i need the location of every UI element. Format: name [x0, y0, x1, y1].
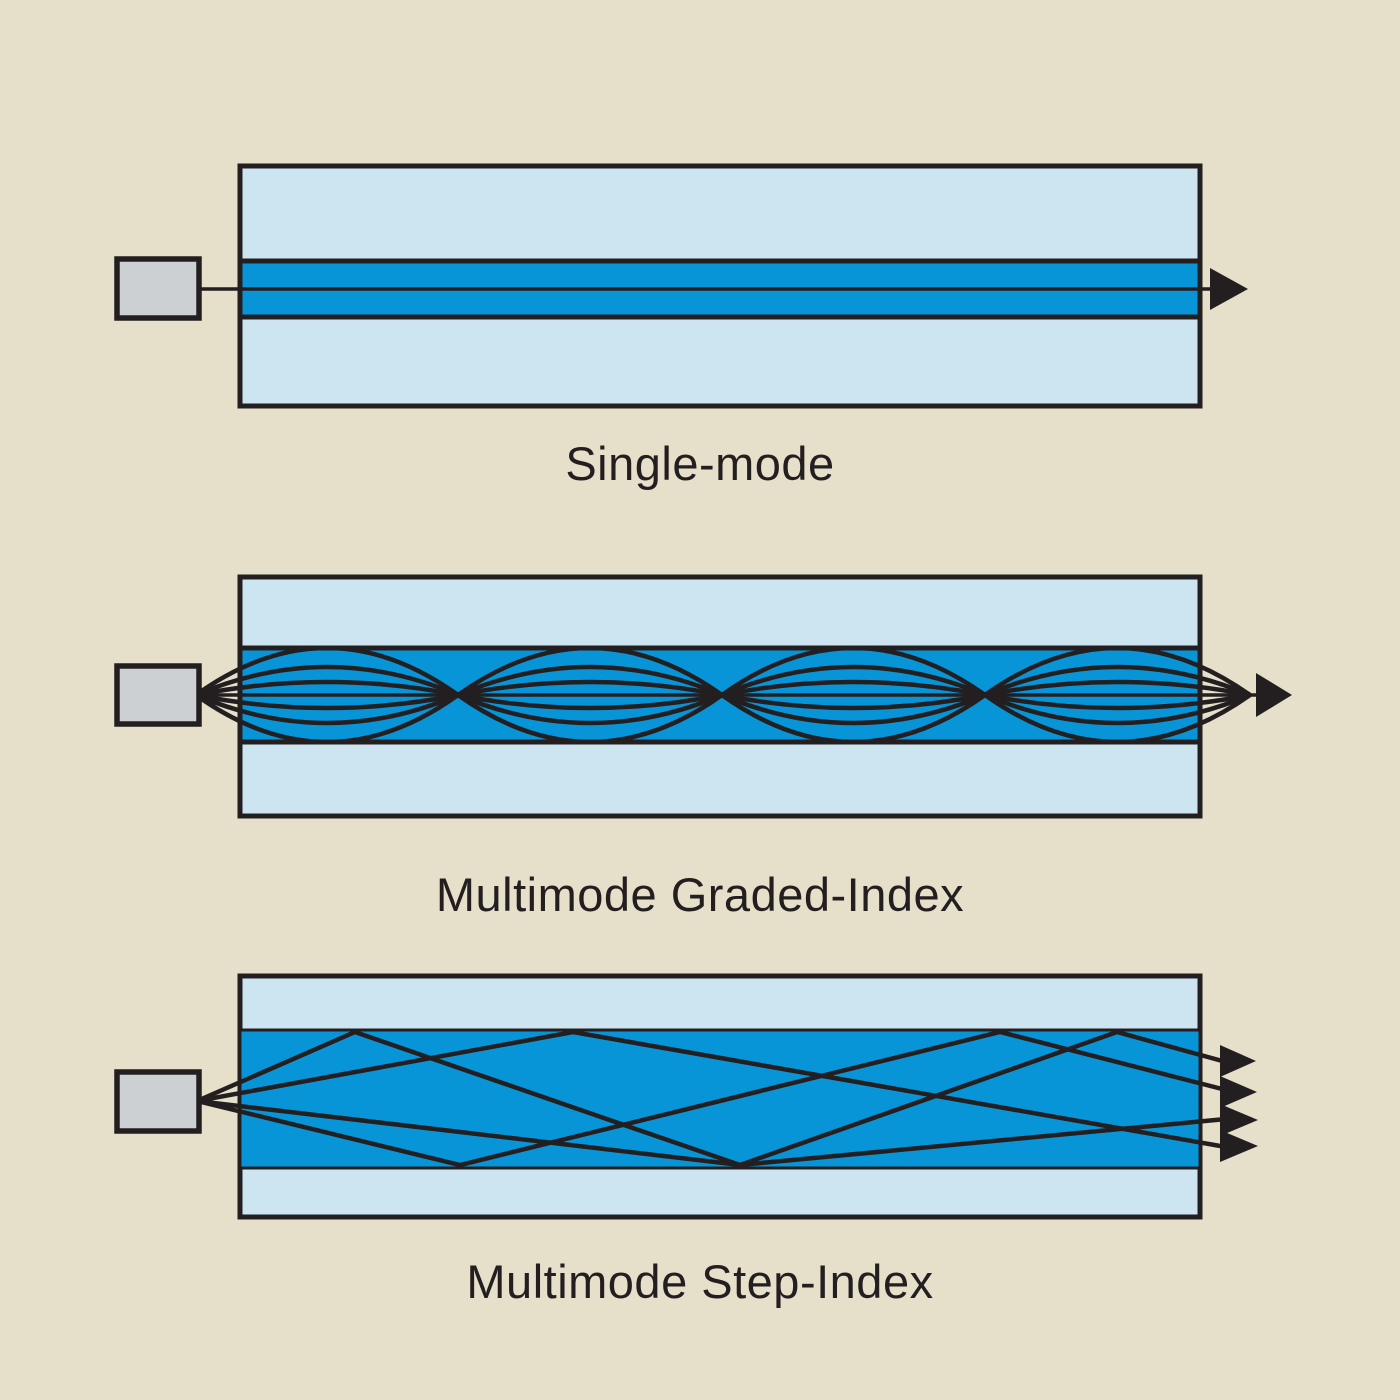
- mode-arc: [195, 664, 459, 698]
- step-index-output-arrows: [1220, 1045, 1258, 1162]
- mode-arc: [195, 679, 459, 698]
- mode-arc: [983, 645, 1252, 697]
- graded-index-mode-arcs: [194, 645, 1252, 745]
- mode-arc: [721, 679, 986, 698]
- mode-arc: [984, 692, 1251, 711]
- output-arrowhead-icon: [1220, 1130, 1258, 1162]
- multimode-step-index-diagram: [114, 973, 1258, 1220]
- mode-arc: [984, 664, 1251, 698]
- mode-arc: [720, 693, 987, 745]
- light-source-box: [114, 663, 202, 727]
- light-ray: [196, 1029, 1227, 1168]
- light-ray: [196, 1029, 1227, 1150]
- mode-arc: [457, 664, 723, 698]
- mode-arc: [721, 692, 986, 711]
- output-arrowhead-icon: [1220, 1076, 1257, 1108]
- mode-arc: [456, 645, 724, 697]
- mode-arc: [456, 693, 724, 745]
- mode-arc: [194, 693, 460, 745]
- output-arrowhead-icon: [1256, 673, 1292, 717]
- mode-arc: [457, 692, 723, 726]
- mode-arc: [195, 692, 459, 726]
- mode-arc: [983, 693, 1252, 745]
- step-index-rays: [196, 1029, 1227, 1168]
- mode-arc: [721, 664, 986, 698]
- mode-arc: [194, 645, 460, 697]
- mode-arc: [457, 679, 723, 698]
- mode-arc: [721, 692, 986, 726]
- mode-arc: [984, 692, 1251, 726]
- mode-arc: [457, 692, 723, 711]
- mode-arc: [195, 692, 459, 711]
- output-arrowhead-icon: [1220, 1045, 1256, 1077]
- output-arrowhead-icon: [1220, 1104, 1258, 1136]
- multimode-graded-index-diagram: [114, 574, 1292, 819]
- mode-arc: [720, 645, 987, 697]
- output-arrowhead-icon: [1210, 268, 1248, 310]
- mode-arc: [984, 679, 1251, 698]
- single-mode-diagram: [114, 163, 1248, 409]
- light-ray: [196, 1098, 1227, 1168]
- light-source-box: [114, 256, 202, 321]
- light-source-box: [114, 1069, 202, 1134]
